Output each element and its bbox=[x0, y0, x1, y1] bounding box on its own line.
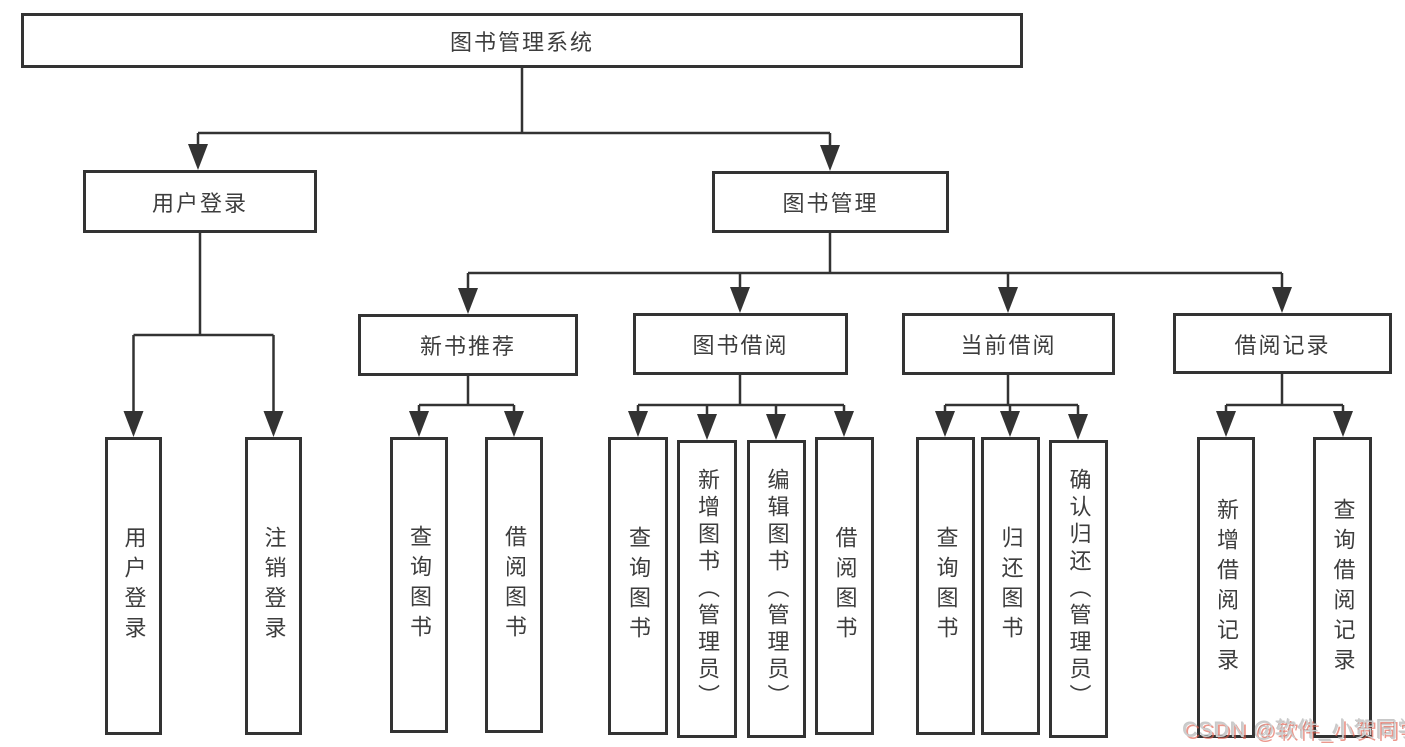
node-book-borrow-label: 图书借阅 bbox=[692, 333, 789, 358]
leaf-logout-label: 注销登录 bbox=[261, 526, 287, 646]
leaf-query-borrow-record-label: 查询借阅记录 bbox=[1330, 497, 1356, 678]
node-current-borrow: 当前借阅 bbox=[902, 313, 1115, 375]
leaf-query-book-recommend: 查询图书 bbox=[390, 437, 448, 733]
arrow-down-icon bbox=[1216, 411, 1236, 437]
leaf-query-borrow-record: 查询借阅记录 bbox=[1313, 437, 1372, 738]
leaf-edit-book-admin-label: 编辑图书（管理员） bbox=[764, 467, 790, 711]
node-current-borrow-label: 当前借阅 bbox=[960, 333, 1057, 358]
arrow-down-icon bbox=[834, 411, 854, 437]
arrow-down-icon bbox=[935, 411, 955, 437]
leaf-query-book-borrow: 查询图书 bbox=[608, 437, 668, 735]
arrow-down-icon bbox=[458, 288, 478, 314]
leaf-add-borrow-record: 新增借阅记录 bbox=[1197, 437, 1255, 738]
csdn-watermark: CSDN @软件_小贺同学 bbox=[1183, 719, 1405, 742]
leaf-borrow-book: 借阅图书 bbox=[815, 437, 874, 735]
leaf-confirm-return-admin: 确认归还（管理员） bbox=[1049, 440, 1108, 738]
arrow-down-icon bbox=[409, 411, 429, 437]
leaf-add-book-admin: 新增图书（管理员） bbox=[677, 440, 737, 738]
leaf-confirm-return-admin-label: 确认归还（管理员） bbox=[1066, 467, 1092, 711]
node-new-book-recommend: 新书推荐 bbox=[358, 314, 578, 376]
leaf-add-borrow-record-label: 新增借阅记录 bbox=[1214, 497, 1239, 678]
node-borrow-records: 借阅记录 bbox=[1173, 313, 1392, 374]
leaf-return-book-label: 归还图书 bbox=[998, 526, 1024, 646]
node-user-login: 用户登录 bbox=[83, 170, 317, 233]
node-book-management-label: 图书管理 bbox=[782, 191, 879, 216]
arrow-down-icon bbox=[1000, 411, 1020, 437]
node-borrow-records-label: 借阅记录 bbox=[1234, 332, 1331, 358]
leaf-borrow-book-recommend-label: 借阅图书 bbox=[502, 525, 527, 645]
arrow-down-icon bbox=[730, 287, 750, 313]
node-new-book-recommend-label: 新书推荐 bbox=[419, 334, 516, 359]
leaf-borrow-book-label: 借阅图书 bbox=[832, 526, 858, 646]
leaf-add-book-admin-label: 新增图书（管理员） bbox=[695, 467, 720, 711]
leaf-return-book: 归还图书 bbox=[981, 437, 1040, 735]
leaf-user-login: 用户登录 bbox=[105, 437, 162, 735]
arrow-down-icon bbox=[1333, 411, 1353, 437]
node-user-login-label: 用户登录 bbox=[151, 190, 248, 216]
arrow-down-icon bbox=[1272, 287, 1292, 313]
node-root-system: 图书管理系统 bbox=[21, 13, 1023, 68]
node-root-label: 图书管理系统 bbox=[449, 29, 594, 55]
leaf-query-book-recommend-label: 查询图书 bbox=[407, 525, 432, 645]
arrow-down-icon bbox=[628, 411, 648, 437]
arrow-down-icon bbox=[766, 414, 786, 440]
arrow-down-icon bbox=[123, 411, 144, 437]
connector-lines bbox=[132, 68, 1345, 419]
leaf-query-book-current: 查询图书 bbox=[916, 437, 975, 735]
arrow-down-icon bbox=[263, 411, 284, 437]
leaf-user-login-label: 用户登录 bbox=[121, 526, 147, 646]
leaf-edit-book-admin: 编辑图书（管理员） bbox=[747, 440, 806, 738]
arrow-down-icon bbox=[697, 414, 717, 440]
arrow-down-icon bbox=[1068, 414, 1088, 440]
arrow-down-icon bbox=[998, 287, 1018, 313]
arrow-down-icon bbox=[504, 411, 524, 437]
arrow-down-icon bbox=[188, 144, 208, 170]
leaf-query-book-current-label: 查询图书 bbox=[933, 526, 959, 646]
arrowheads-group bbox=[123, 144, 1353, 440]
node-book-borrow: 图书借阅 bbox=[633, 313, 848, 375]
node-book-management: 图书管理 bbox=[712, 171, 949, 233]
leaf-query-book-borrow-label: 查询图书 bbox=[626, 526, 651, 646]
arrow-down-icon bbox=[820, 145, 840, 171]
leaf-logout: 注销登录 bbox=[245, 437, 302, 735]
leaf-borrow-book-recommend: 借阅图书 bbox=[485, 437, 543, 733]
